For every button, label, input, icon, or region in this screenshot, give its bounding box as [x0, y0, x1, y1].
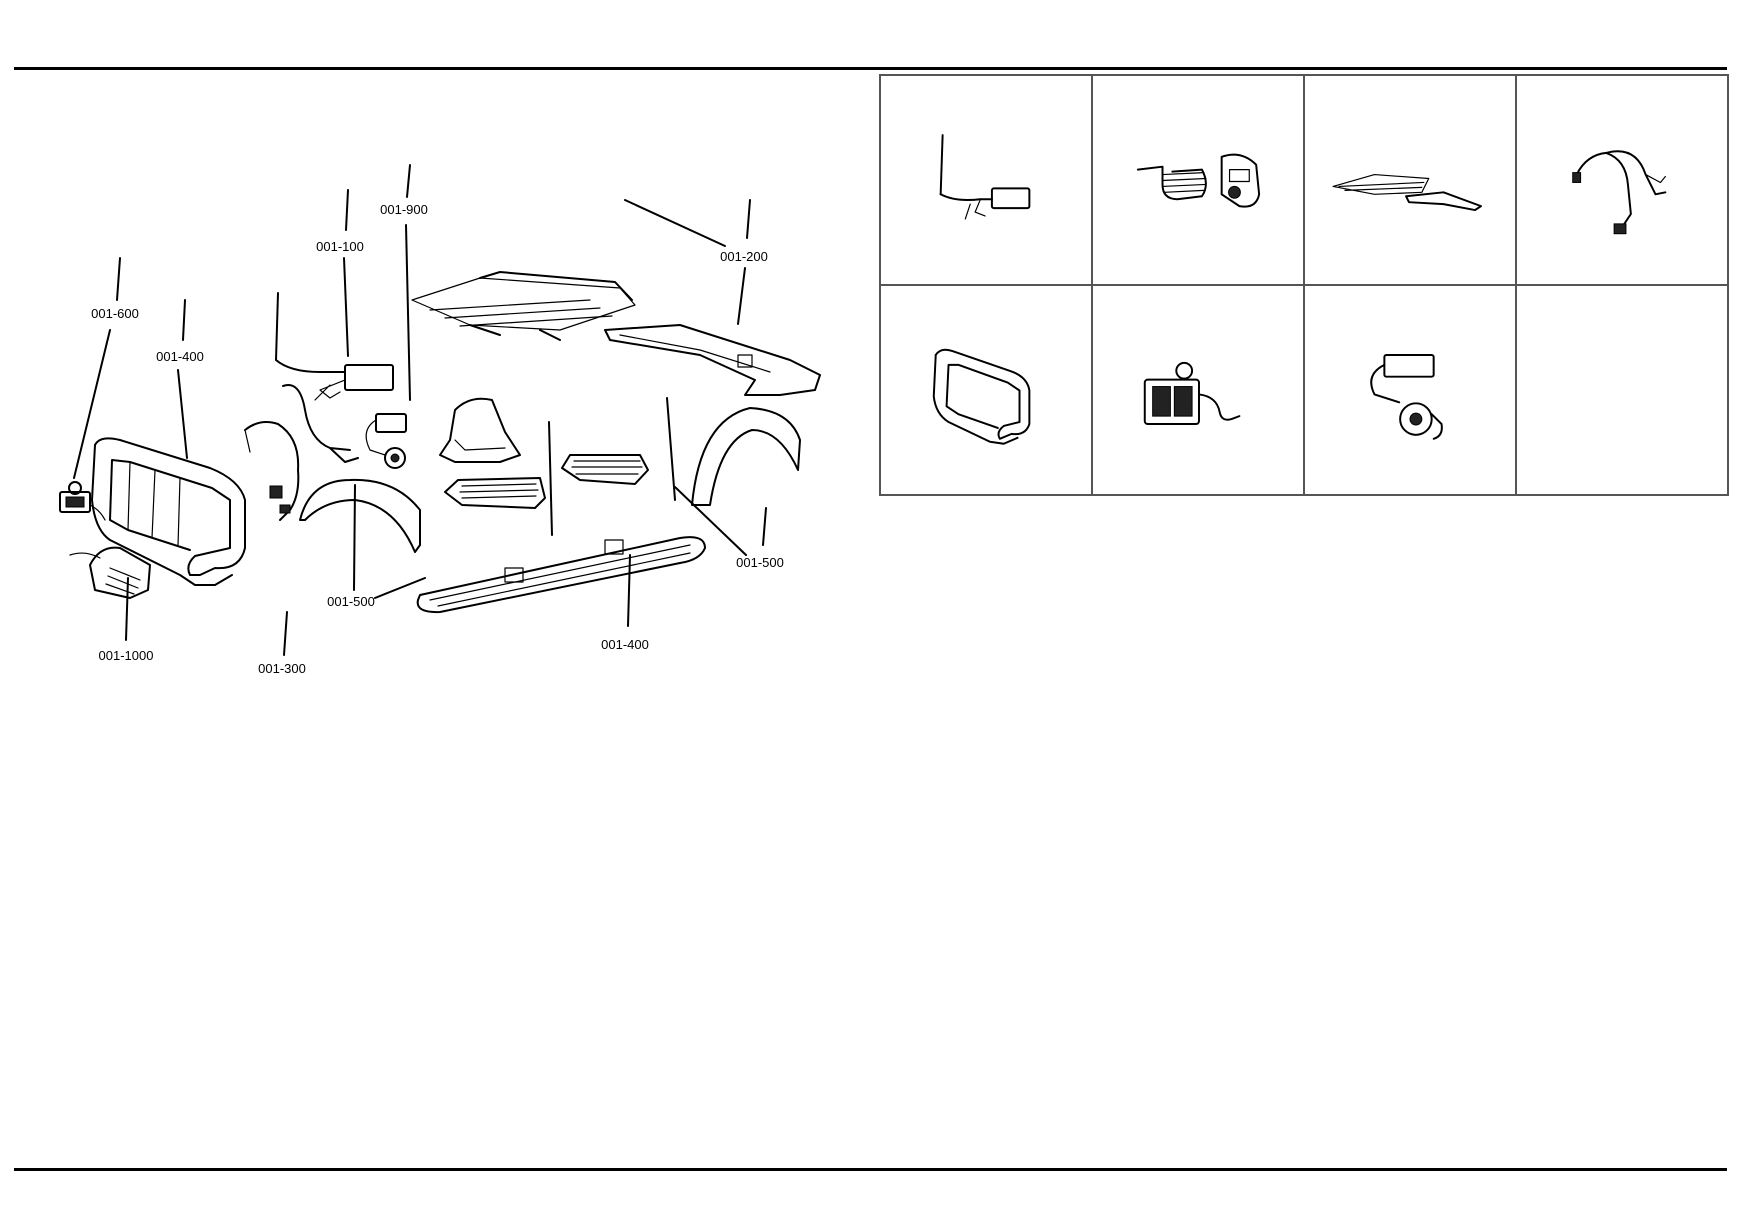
wheel-flare-rear: [691, 407, 801, 506]
parts-thumbnail-grid: [879, 74, 1729, 496]
callout-001-400-bottom: 001-400: [601, 637, 649, 652]
floor-mat-rear: [561, 454, 649, 485]
thumbnail-module-sensor[interactable]: [1304, 285, 1516, 495]
running-board-part: [416, 536, 706, 614]
thumbnail-heater-coil[interactable]: [1092, 75, 1304, 285]
floor-mat-front: [444, 477, 546, 509]
antenna-module-icon: [939, 134, 1031, 220]
thumbnail-fog-lamp[interactable]: [1092, 285, 1304, 495]
sensor-module-part: [365, 413, 407, 469]
thumbnail-wiring-harness[interactable]: [1516, 75, 1728, 285]
moulding-strip-rear: [666, 397, 676, 501]
callout-001-600: 001-600: [91, 306, 139, 321]
thumbnail-antenna-module[interactable]: [880, 75, 1092, 285]
callout-001-500-left: 001-500: [327, 594, 375, 609]
top-rule: [14, 67, 1727, 70]
thumbnail-grille-guard[interactable]: [880, 285, 1092, 495]
grille-guard-icon: [932, 348, 1031, 445]
rear-bumper-part: [604, 324, 821, 396]
skid-plate-part: [69, 546, 151, 599]
roof-rack-part: [411, 271, 636, 341]
leader-lines: [73, 164, 767, 656]
bottom-rule: [14, 1168, 1727, 1171]
roof-rack-icon: [1332, 173, 1482, 212]
module-sensor-icon: [1370, 354, 1443, 440]
callout-001-500-right: 001-500: [736, 555, 784, 570]
wiring-harness-icon: [1572, 150, 1667, 235]
exploded-parts-diagram: 001-100 001-900 001-200 001-600 001-400 …: [59, 164, 821, 676]
callout-001-1000: 001-1000: [99, 648, 154, 663]
callout-001-100: 001-100: [316, 239, 364, 254]
callout-001-900: 001-900: [380, 202, 428, 217]
callout-001-400-left: 001-400: [156, 349, 204, 364]
fog-lamp-part: [59, 481, 106, 521]
moulding-strip-front: [548, 421, 553, 536]
wheel-flare-front: [299, 478, 421, 553]
heater-coil-icon: [1136, 153, 1261, 208]
wiring-harness-part: [244, 384, 359, 521]
callout-001-300: 001-300: [258, 661, 306, 676]
console-part: [439, 397, 521, 463]
thumbnail-empty: [1516, 285, 1728, 495]
grille-guard-part: [91, 437, 246, 586]
thumbnail-roof-rack[interactable]: [1304, 75, 1516, 285]
callout-001-200: 001-200: [720, 249, 768, 264]
antenna-module-part: [275, 292, 394, 401]
fog-lamp-icon: [1143, 361, 1241, 425]
